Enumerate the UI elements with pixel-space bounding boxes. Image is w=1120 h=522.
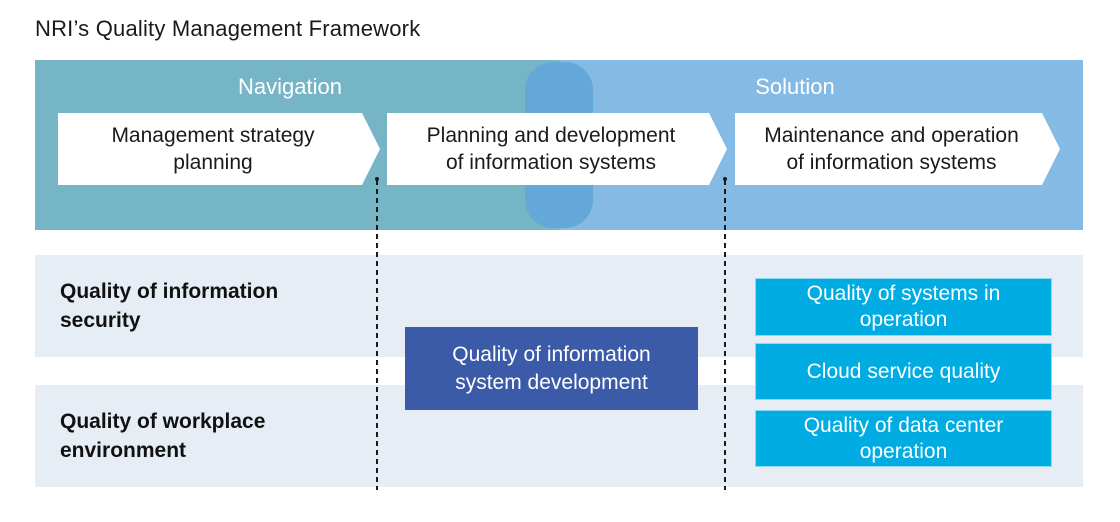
row-label: Quality of information security [60, 280, 279, 332]
page-title: NRI’s Quality Management Framework [35, 16, 421, 41]
arrow-label: Maintenance and operation of information… [764, 124, 1019, 174]
arrow-maintenance-operation: Maintenance and operation of information… [735, 113, 1060, 185]
box-information-system-development: Quality of information system developmen… [405, 327, 698, 410]
box-label: Cloud service quality [806, 359, 1001, 383]
box-data-center-operation: Quality of data center operation [755, 410, 1052, 467]
arrow-label: Planning and development of information … [426, 124, 676, 174]
box-cloud-service-quality: Cloud service quality [755, 343, 1052, 400]
box-label: Quality of information system developmen… [452, 342, 651, 394]
arrow-planning-development: Planning and development of information … [387, 113, 727, 185]
dashed-connector-right [723, 177, 727, 490]
dashed-connector-left [375, 177, 379, 490]
box-label: Quality of data center operation [803, 413, 1004, 463]
row-label: Quality of workplace environment [60, 410, 266, 462]
phase-label-navigation: Navigation [238, 74, 342, 99]
box-label: Quality of systems in operation [806, 282, 1001, 331]
framework-banner: Navigation Solution Management strategy … [35, 60, 1083, 230]
arrow-management-strategy-planning: Management strategy planning [58, 113, 380, 185]
arrow-label: Management strategy planning [111, 124, 315, 174]
phase-label-solution: Solution [755, 74, 835, 99]
box-systems-in-operation: Quality of systems in operation [755, 278, 1052, 336]
